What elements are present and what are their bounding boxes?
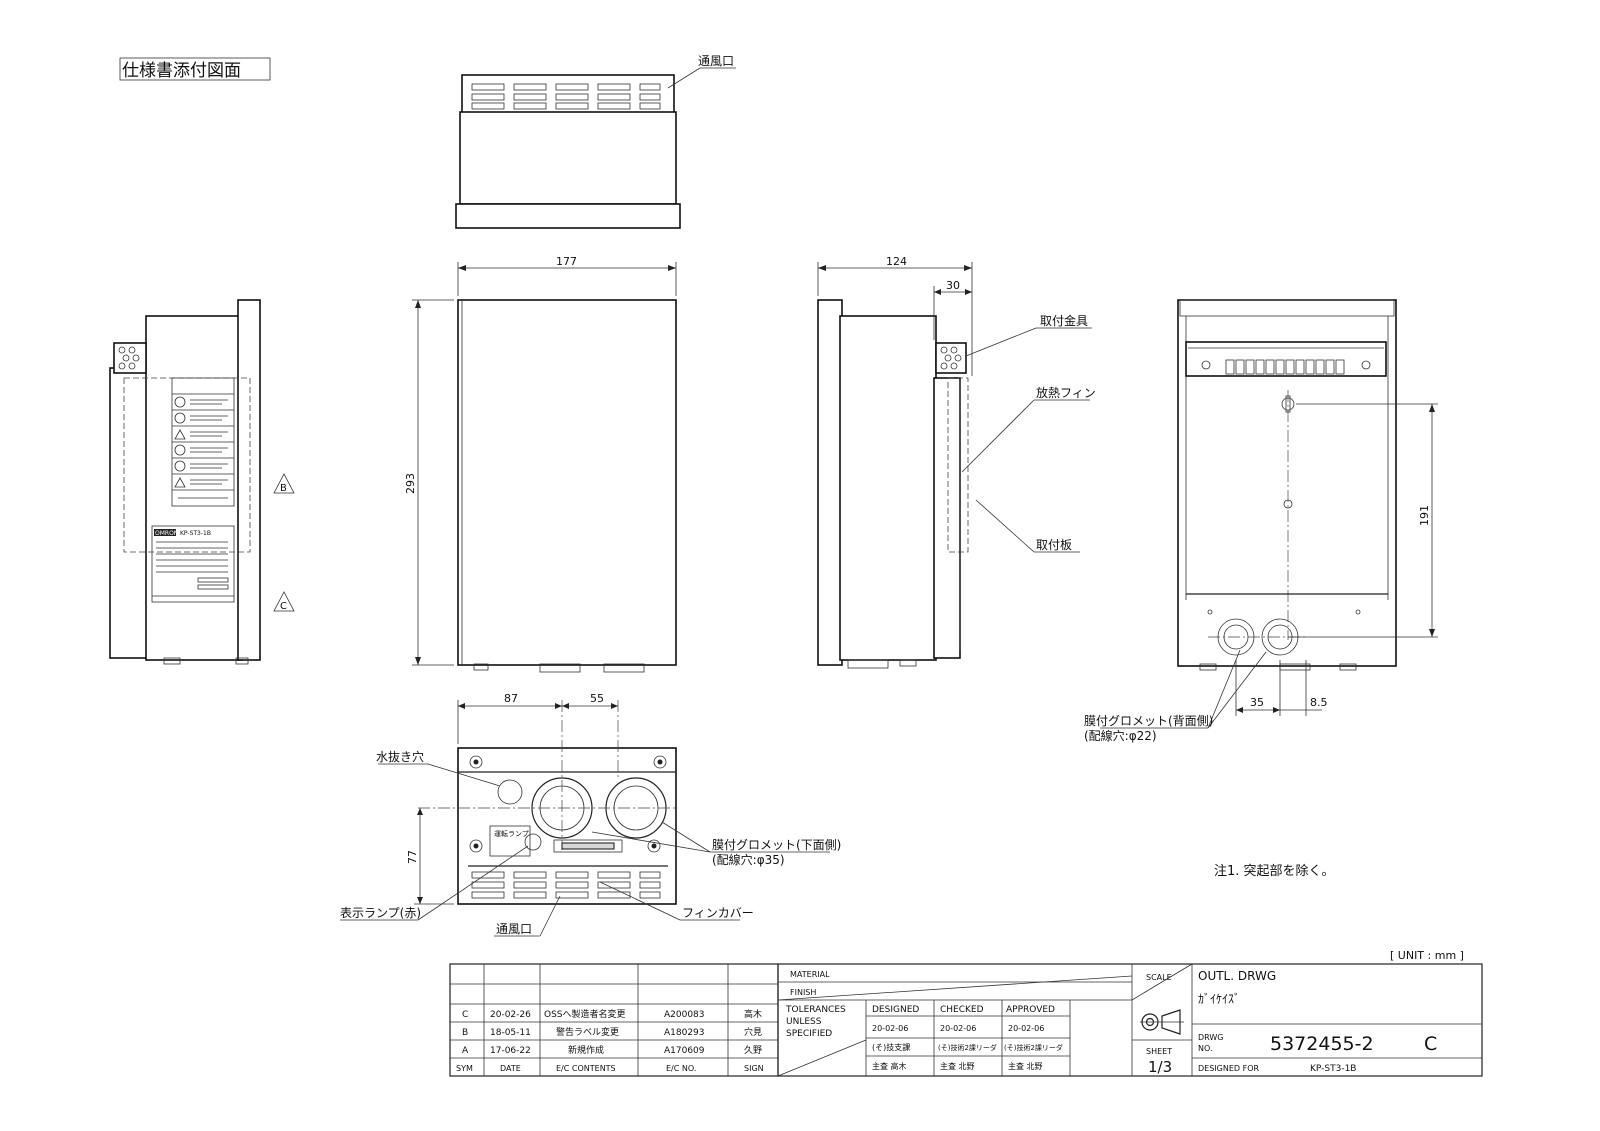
dim-b2: 55 xyxy=(590,692,604,705)
label-mount-bracket: 取付金具 xyxy=(1040,313,1088,328)
tb-tolerances-3: SPECIFIED xyxy=(786,1029,832,1039)
dim-grommet-pitch: 35 xyxy=(1250,696,1264,709)
rev-header-contents: E/C CONTENTS xyxy=(556,1064,616,1073)
tb-material: MATERIAL xyxy=(790,970,830,979)
rev-r2-sign: 久野 xyxy=(744,1044,762,1056)
tb-drwg-label-2: NO. xyxy=(1198,1044,1213,1053)
tb-approved-name: 主査 北野 xyxy=(1008,1061,1043,1071)
tb-checked-date: 20-02-06 xyxy=(940,1024,976,1033)
left-side-view: OMRON KP-ST3-1B B C xyxy=(109,299,295,665)
label-vent-top: 通風口 xyxy=(698,54,734,68)
top-view: 通風口 xyxy=(455,54,736,229)
tb-designed-for: KP-ST3-1B xyxy=(1310,1064,1356,1074)
rev-r2-contents: 新規作成 xyxy=(568,1044,604,1056)
lamp-label: 運転ランプ xyxy=(494,829,529,838)
label-grommet-bottom-hole: (配線穴:φ35) xyxy=(712,852,785,867)
rev-r1-sign: 穴見 xyxy=(744,1026,762,1038)
dim-hole-pitch: 191 xyxy=(1418,505,1431,526)
tb-checked-dept: (そ)技術2課リーダ xyxy=(938,1043,997,1052)
dim-width: 177 xyxy=(556,255,577,268)
tb-checked-name: 主査 北野 xyxy=(940,1061,975,1071)
tb-designed-for-label: DESIGNED FOR xyxy=(1198,1064,1259,1073)
unit: [ UNIT : mm ] xyxy=(1390,949,1464,962)
note: 注1. 突起部を除く。 xyxy=(1214,863,1335,879)
dim-height: 293 xyxy=(404,473,417,494)
rev-r1-contents: 警告ラベル変更 xyxy=(556,1026,619,1038)
marker-b: B xyxy=(280,483,287,494)
tb-sheet-label: SHEET xyxy=(1146,1047,1172,1056)
marker-c: C xyxy=(280,601,287,612)
tb-tolerances-1: TOLERANCES xyxy=(785,1005,846,1015)
tb-approved-dept: (そ)技術2課リーダ xyxy=(1004,1043,1063,1052)
rev-header-date: DATE xyxy=(500,1064,521,1073)
sheet-title: 仕様書添付図面 xyxy=(122,61,241,81)
tb-tolerances-2: UNLESS xyxy=(786,1017,822,1027)
rev-r0-sign: 高木 xyxy=(744,1008,762,1020)
tb-approved-label: APPROVED xyxy=(1006,1005,1055,1015)
tb-drwg-no: 5372455-2 xyxy=(1270,1033,1374,1055)
label-heat-fin: 放熱フィン xyxy=(1036,385,1096,400)
rev-r2-sym: A xyxy=(462,1046,469,1056)
tb-designed-dept: (そ)技支課 xyxy=(872,1042,910,1052)
tb-designed-label: DESIGNED xyxy=(872,1005,919,1015)
rev-r2-date: 17-06-22 xyxy=(490,1046,531,1056)
tb-finish: FINISH xyxy=(790,988,816,997)
title-block: MATERIAL FINISH TOLERANCES UNLESS SPECIF… xyxy=(777,963,1483,1077)
rev-r0-contents: OSSへ製造者名変更 xyxy=(544,1008,626,1020)
label-vent-bottom: 通風口 xyxy=(496,922,532,936)
right-side-view: 124 30 取付金具 放熱フィン 取付板 xyxy=(817,255,1096,669)
dim-depth: 124 xyxy=(886,255,907,268)
dim-b1: 87 xyxy=(504,692,518,705)
label-fin-cover: フィンカバー xyxy=(682,906,754,920)
nameplate-model: KP-ST3-1B xyxy=(180,530,211,537)
tb-checked-label: CHECKED xyxy=(940,1005,984,1015)
dim-b3: 77 xyxy=(406,850,419,864)
projection-symbol-icon xyxy=(1140,1009,1184,1035)
tb-drwg-label-1: DRWG xyxy=(1198,1033,1224,1042)
tb-drawing-kana: ｶﾞｲｹｲｽﾞ xyxy=(1198,992,1240,1006)
rev-r1-sym: B xyxy=(462,1028,468,1038)
tb-designed-date: 20-02-06 xyxy=(872,1024,908,1033)
rev-r0-date: 20-02-26 xyxy=(490,1010,531,1020)
rev-header-sign: SIGN xyxy=(744,1064,764,1073)
label-indicator-lamp: 表示ランプ(赤) xyxy=(340,906,421,920)
front-view: 177 293 xyxy=(404,255,677,673)
rev-r0-ecno: A200083 xyxy=(664,1010,705,1020)
nameplate-brand: OMRON xyxy=(155,530,178,537)
tb-designed-name: 主査 高木 xyxy=(872,1061,907,1071)
rev-r1-ecno: A180293 xyxy=(664,1028,705,1038)
tb-drawing-type: OUTL. DRWG xyxy=(1198,969,1276,983)
tb-revision: C xyxy=(1424,1033,1437,1055)
label-grommet-back: 膜付グロメット(背面側) xyxy=(1084,714,1213,728)
tb-approved-date: 20-02-06 xyxy=(1008,1024,1044,1033)
dim-bracket-depth: 30 xyxy=(946,279,960,292)
rev-header-sym: SYM xyxy=(456,1064,473,1073)
rev-r1-date: 18-05-11 xyxy=(490,1028,531,1038)
dim-grommet-offset: 8.5 xyxy=(1310,696,1328,709)
revision-table: C 20-02-26 OSSへ製造者名変更 A200083 高木 B 18-05… xyxy=(449,963,779,1077)
rear-view: 191 35 8.5 膜付グロメット(背面側) (配線穴:φ22) xyxy=(1084,299,1438,743)
rev-header-ecno: E/C NO. xyxy=(666,1064,696,1073)
label-grommet-bottom: 膜付グロメット(下面側) xyxy=(712,838,841,852)
bottom-view: 運転ランプ 87 55 77 水抜き穴 膜付グロメット(下面側) (配線穴:φ3… xyxy=(340,692,841,937)
tb-scale-label: SCALE xyxy=(1146,973,1172,982)
rev-r2-ecno: A170609 xyxy=(664,1046,705,1056)
label-mount-plate: 取付板 xyxy=(1036,538,1072,552)
rev-r0-sym: C xyxy=(462,1010,468,1020)
label-drain-hole: 水抜き穴 xyxy=(376,749,424,764)
label-grommet-back-hole: (配線穴:φ22) xyxy=(1084,728,1157,743)
tb-sheet: 1/3 xyxy=(1148,1058,1172,1076)
